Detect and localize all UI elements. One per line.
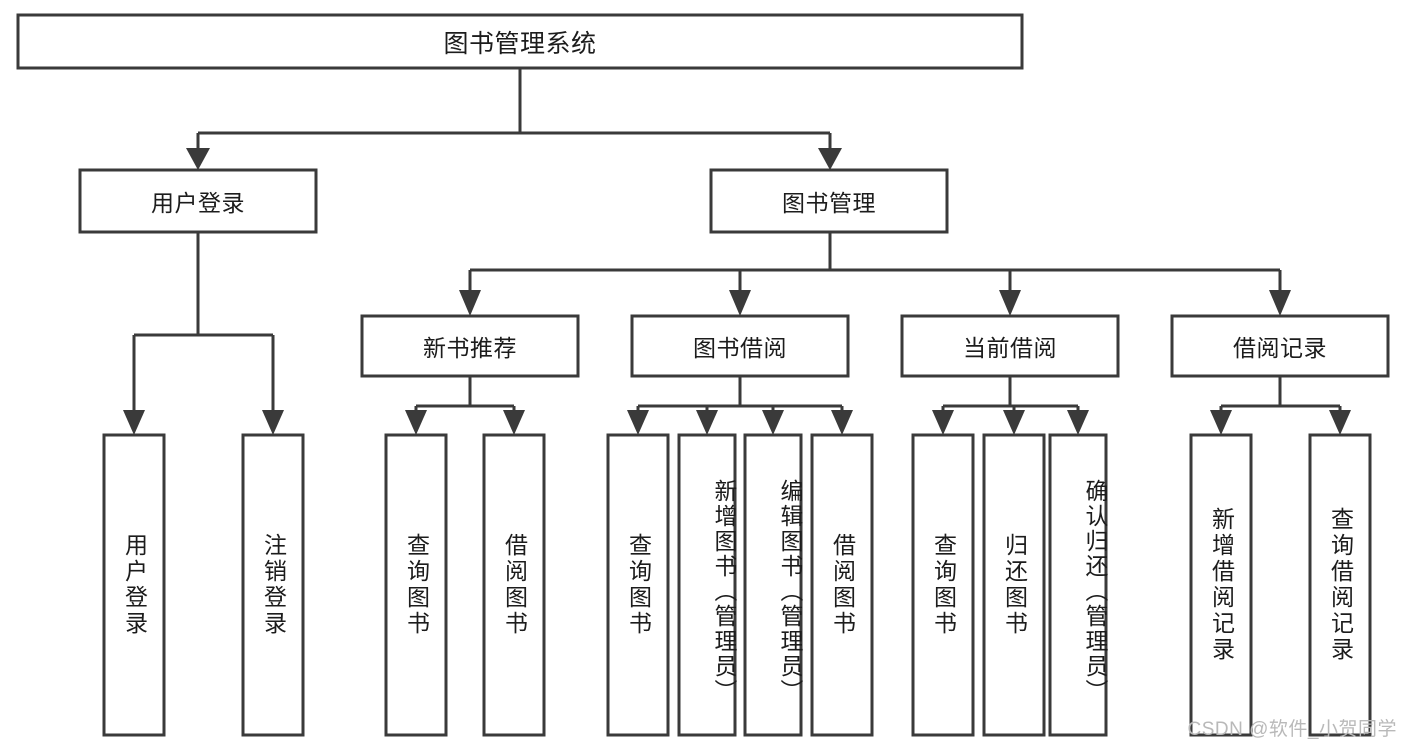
arrowhead-new-book-rec [459,290,481,316]
connector-user-login-to-leaves [123,232,284,435]
arrowhead-leaf-return-book [1003,410,1025,435]
arrowhead-user-login [186,148,210,170]
node-box-new-book-rec[interactable] [360,314,580,378]
node-box-leaf-add-book[interactable] [677,433,737,737]
node-box-leaf-return-book[interactable] [982,433,1046,737]
node-box-leaf-user-login[interactable] [102,433,166,737]
node-box-leaf-user-logout[interactable] [241,433,305,737]
node-box-book-borrow[interactable] [630,314,850,378]
csdn-watermark: CSDN @软件_小贺同学 [1187,719,1397,740]
node-box-root[interactable] [16,13,1024,70]
connector-current-borrow-to-leaves [932,376,1089,435]
arrowhead-leaf-query-book-rec [405,410,427,435]
node-box-leaf-query-record[interactable] [1308,433,1372,737]
arrowhead-current-borrow [999,290,1021,316]
connector-root-to-level2 [186,68,842,170]
node-box-leaf-borrow-book[interactable] [810,433,874,737]
arrowhead-leaf-query-book-borrow [627,410,649,435]
node-box-book-manage[interactable] [709,168,949,234]
connector-book-manage-to-level3 [459,232,1291,316]
arrowhead-leaf-query-book-cur [932,410,954,435]
node-box-leaf-add-record[interactable] [1189,433,1253,737]
node-box-leaf-edit-book[interactable] [743,433,803,737]
arrowhead-leaf-add-record [1210,410,1232,435]
node-box-borrow-record[interactable] [1170,314,1390,378]
node-box-leaf-query-book-cur[interactable] [911,433,975,737]
arrowhead-leaf-borrow-book [831,410,853,435]
arrowhead-leaf-query-record [1329,410,1351,435]
arrowhead-leaf-edit-book [762,410,784,435]
arrowhead-leaf-user-logout [262,410,284,435]
arrowhead-borrow-record [1269,290,1291,316]
arrowhead-leaf-confirm-return [1067,410,1089,435]
connector-borrow-record-to-leaves [1210,376,1351,435]
connector-new-book-rec-to-leaves [405,376,525,435]
arrowhead-leaf-borrow-book-rec [503,410,525,435]
arrowhead-leaf-add-book [696,410,718,435]
node-box-leaf-borrow-book-rec[interactable] [482,433,546,737]
node-box-leaf-confirm-return[interactable] [1048,433,1108,737]
node-box-current-borrow[interactable] [900,314,1120,378]
node-box-leaf-query-book-borrow[interactable] [606,433,670,737]
connector-book-borrow-to-leaves [627,376,853,435]
node-boxes [16,13,1390,737]
arrowhead-book-manage [818,148,842,170]
arrowhead-leaf-user-login [123,410,145,435]
node-box-user-login[interactable] [78,168,318,234]
node-box-leaf-query-book-rec[interactable] [384,433,448,737]
arrowhead-book-borrow [729,290,751,316]
